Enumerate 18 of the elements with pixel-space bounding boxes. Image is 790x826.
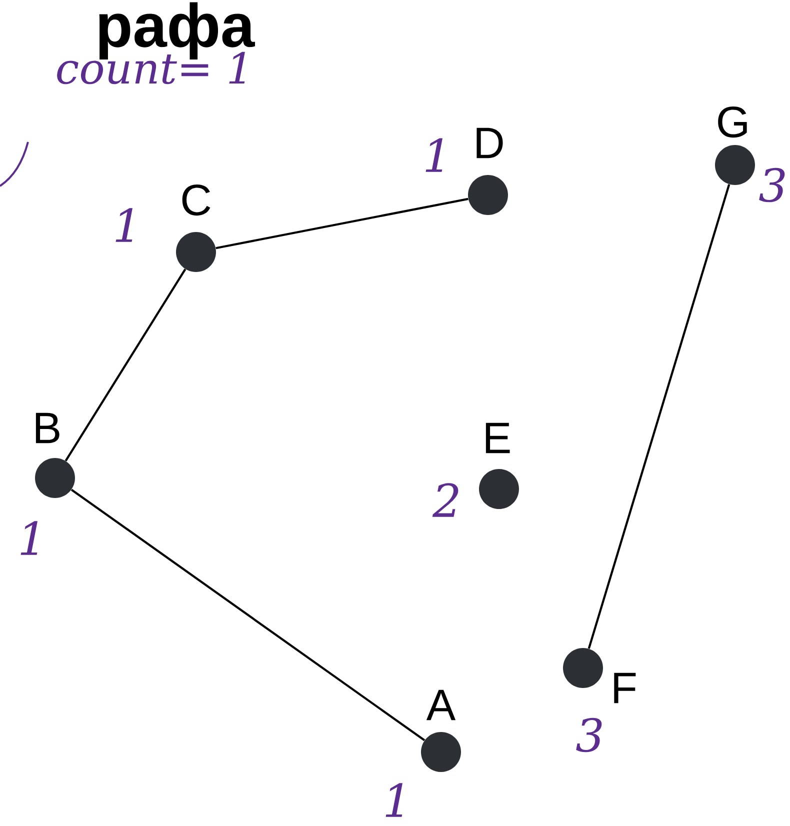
- vertex-label: G: [718, 106, 747, 138]
- handwritten-number: 1: [386, 783, 402, 817]
- vertex-label: F: [614, 672, 636, 704]
- handwritten-number: 1: [20, 521, 38, 555]
- vertex-label: A: [426, 690, 456, 720]
- handwritten-number: 3: [576, 718, 602, 752]
- handwritten-number: 1: [116, 208, 132, 242]
- vertex-label: B: [36, 412, 60, 444]
- edge-line: [70, 488, 426, 742]
- handwritten-number: 1: [426, 138, 442, 172]
- handwritten-number: 3: [759, 168, 785, 202]
- vertex-label: D: [476, 128, 503, 158]
- handwritten-number: 2: [432, 483, 458, 517]
- vertex-label: E: [486, 422, 510, 454]
- edge-line: [588, 184, 730, 649]
- edge-line: [64, 268, 186, 462]
- vertex-label: C: [182, 184, 210, 216]
- edge-line: [216, 198, 468, 250]
